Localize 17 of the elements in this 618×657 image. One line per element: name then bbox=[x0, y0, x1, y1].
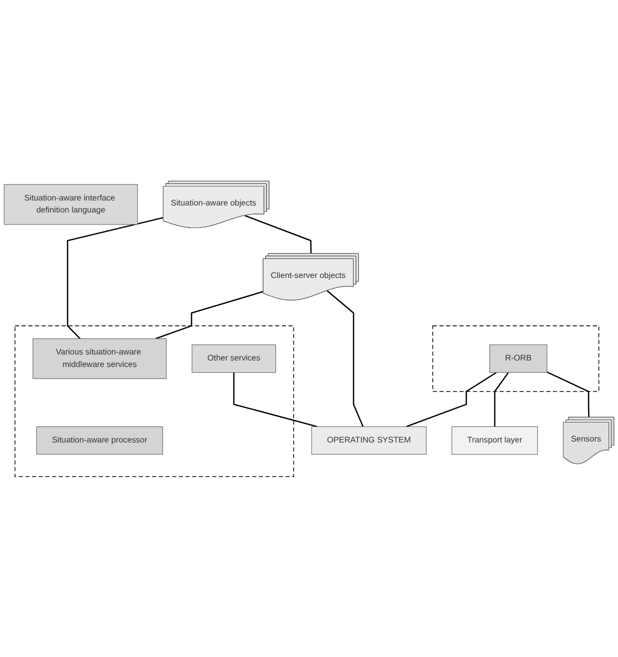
connector bbox=[66, 216, 164, 339]
connector bbox=[494, 372, 509, 426]
connector bbox=[244, 214, 312, 254]
node-box: Various situation-aware middleware services bbox=[32, 338, 167, 379]
connector bbox=[546, 371, 590, 418]
cluster bbox=[432, 325, 600, 392]
connector bbox=[155, 290, 264, 339]
node-box: Situation-aware processor bbox=[36, 426, 163, 454]
cluster bbox=[14, 325, 294, 477]
connector bbox=[406, 372, 497, 427]
node-box: OPERATING SYSTEM bbox=[311, 426, 426, 454]
connector bbox=[326, 290, 364, 426]
node-box: R-ORB bbox=[489, 344, 548, 372]
node-box: Situation-aware interface definition language bbox=[4, 184, 138, 224]
node-box: Transport layer bbox=[452, 426, 538, 454]
connector bbox=[233, 372, 318, 427]
node-box: Other services bbox=[192, 344, 276, 372]
